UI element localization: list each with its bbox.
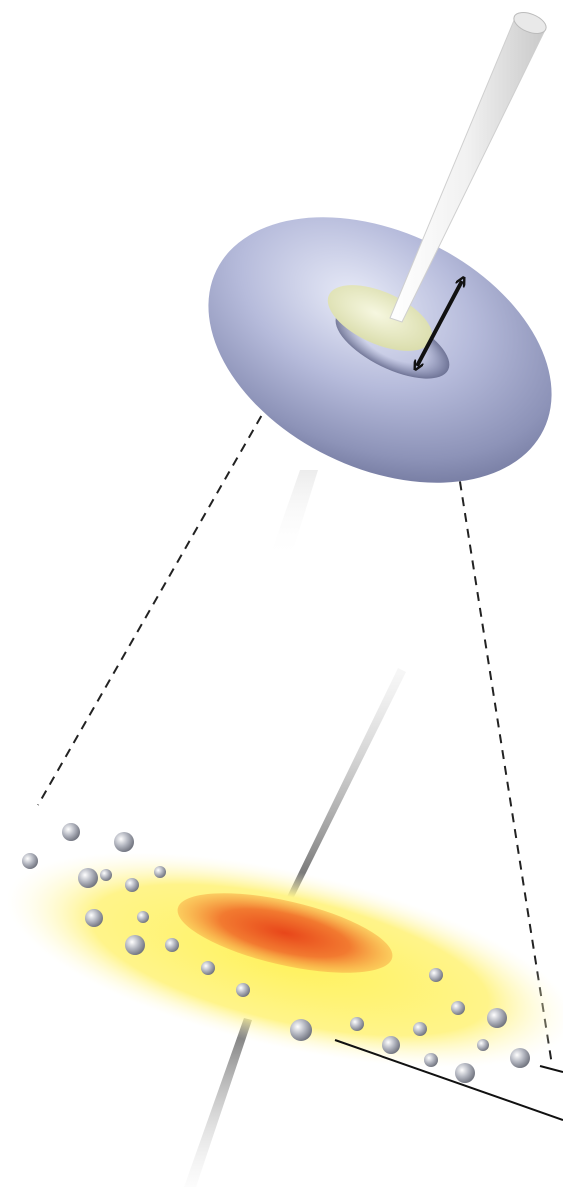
- cloud-sphere: [78, 868, 98, 888]
- far-jet-up: [283, 668, 406, 905]
- cloud-sphere: [125, 935, 145, 955]
- cloud-sphere: [382, 1036, 400, 1054]
- cloud-sphere: [350, 1017, 364, 1031]
- cloud-sphere: [114, 832, 134, 852]
- far-jet-down: [184, 1018, 252, 1187]
- cloud-sphere: [451, 1001, 465, 1015]
- cloud-sphere: [455, 1063, 475, 1083]
- cloud-sphere: [510, 1048, 530, 1068]
- cloud-sphere: [100, 869, 112, 881]
- cloud-sphere: [236, 983, 250, 997]
- solid-line-upper: [540, 1066, 563, 1072]
- cloud-sphere: [290, 1019, 312, 1041]
- cloud-sphere: [165, 938, 179, 952]
- cloud-sphere: [201, 961, 215, 975]
- torus: [165, 164, 563, 536]
- cloud-sphere: [413, 1022, 427, 1036]
- cloud-sphere: [137, 911, 149, 923]
- cloud-sphere: [477, 1039, 489, 1051]
- cloud-sphere: [487, 1008, 507, 1028]
- cloud-sphere: [154, 866, 166, 878]
- cloud-sphere: [85, 909, 103, 927]
- cloud-sphere: [22, 853, 38, 869]
- torus-jet-bottom: [270, 470, 318, 560]
- cloud-sphere: [62, 823, 80, 841]
- accretion-disk: [0, 809, 563, 1111]
- cloud-sphere: [429, 968, 443, 982]
- cloud-sphere: [125, 878, 139, 892]
- cloud-sphere: [424, 1053, 438, 1067]
